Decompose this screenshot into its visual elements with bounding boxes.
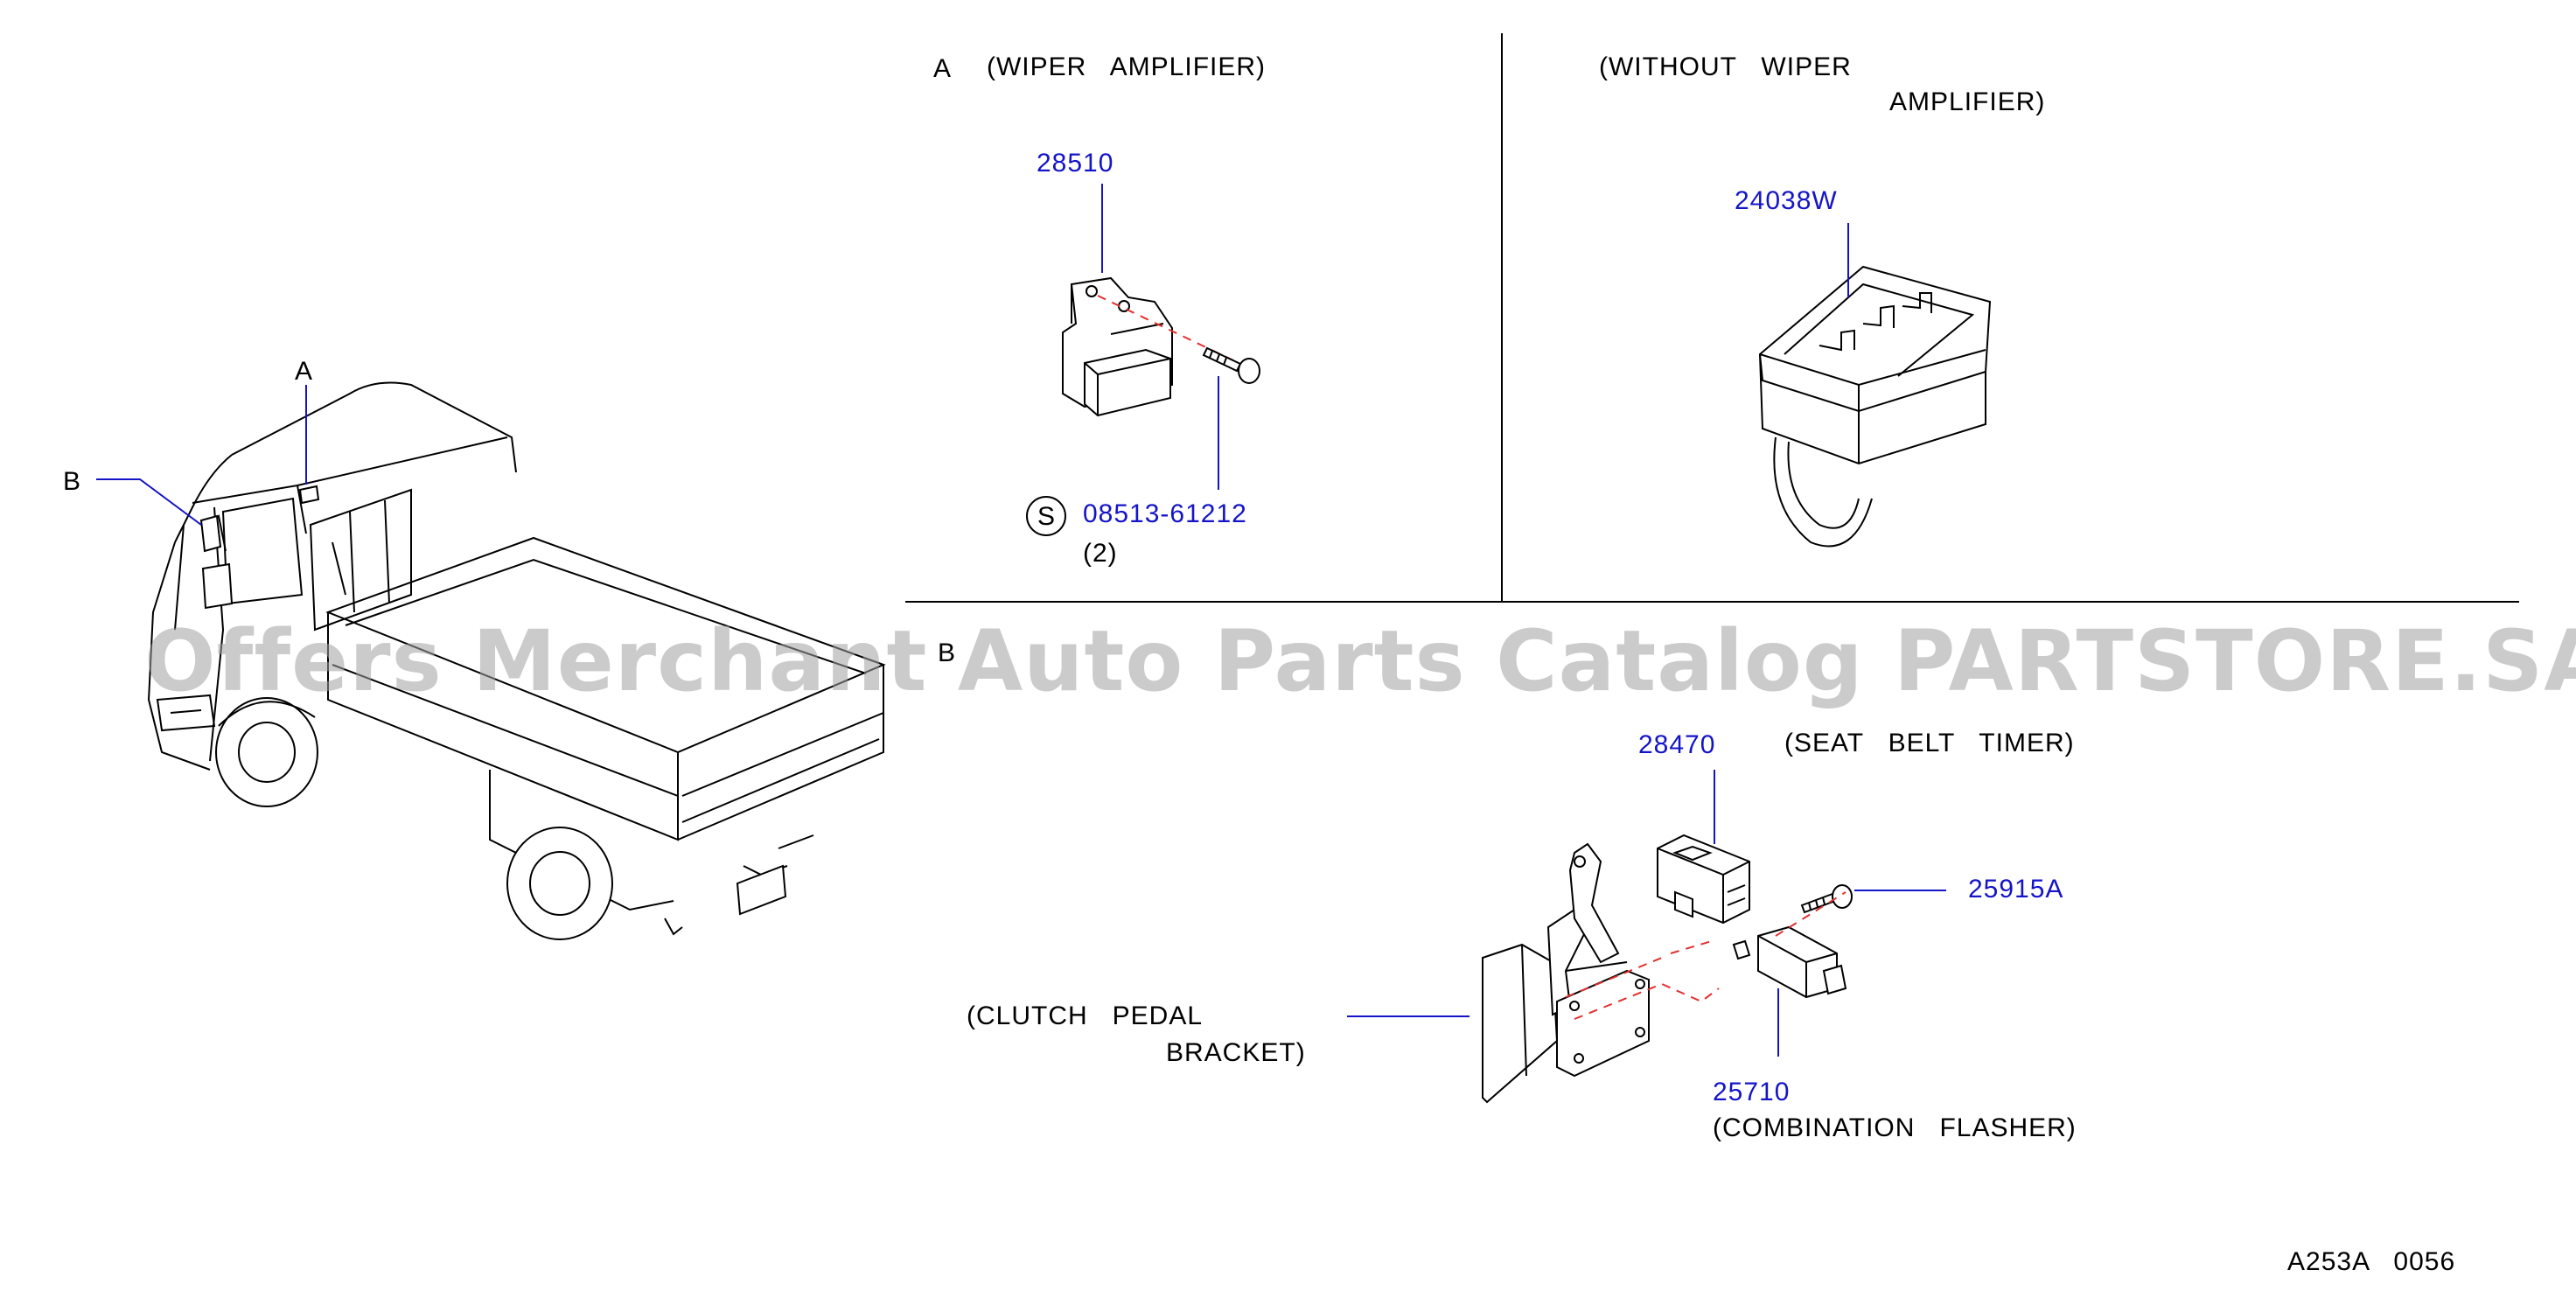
part-number-24038w[interactable]: 24038W [1735, 186, 1838, 215]
clutch-bracket-label-line2: BRACKET) [1166, 1038, 1306, 1067]
truck-callout-a: A [295, 357, 314, 386]
callout-b-leader [96, 478, 202, 526]
screw-quantity: (2) [1083, 539, 1118, 568]
clutch-bracket-drawing [1482, 842, 1650, 1104]
wiper-screw-drawing [1202, 346, 1260, 384]
combination-flasher-label: (COMBINATION FLASHER) [1713, 1113, 2077, 1142]
combination-flasher-drawing [1732, 925, 1847, 999]
truck-callout-b: B [63, 467, 82, 496]
clutch-bracket-label-line1: (CLUTCH PEDAL [967, 1001, 1204, 1030]
no-amp-title-line2: AMPLIFIER) [1889, 87, 2046, 116]
screw-symbol: S [1037, 502, 1057, 531]
section-b-label: B [938, 639, 957, 667]
seat-belt-timer-drawing [1657, 834, 1750, 925]
connector-drawing [1758, 265, 1992, 548]
watermark: Offers Merchant Auto Parts Catalog PARTS… [144, 612, 2576, 710]
part-number-08513-61212[interactable]: 08513-61212 [1083, 499, 1247, 528]
part-number-28510[interactable]: 28510 [1037, 149, 1114, 178]
seat-belt-timer-label: (SEAT BELT TIMER) [1784, 729, 2075, 757]
no-amp-title-line1: (WITHOUT WIPER [1599, 52, 1852, 81]
part-number-25915a[interactable]: 25915A [1968, 875, 2064, 904]
truck-illustration [147, 381, 886, 940]
section-b-centerline [1565, 891, 1846, 1020]
diagram-code: A253A 0056 [2287, 1247, 2456, 1276]
part-number-25710[interactable]: 25710 [1713, 1078, 1791, 1106]
bolt-25915a-drawing [1800, 884, 1853, 914]
screw-symbol-circle [1026, 496, 1066, 536]
wiper-amplifier-drawing [1062, 276, 1173, 417]
section-a-label: A [933, 54, 953, 83]
part-number-28470[interactable]: 28470 [1638, 730, 1716, 759]
section-a-title: (WIPER AMPLIFIER) [987, 52, 1267, 81]
